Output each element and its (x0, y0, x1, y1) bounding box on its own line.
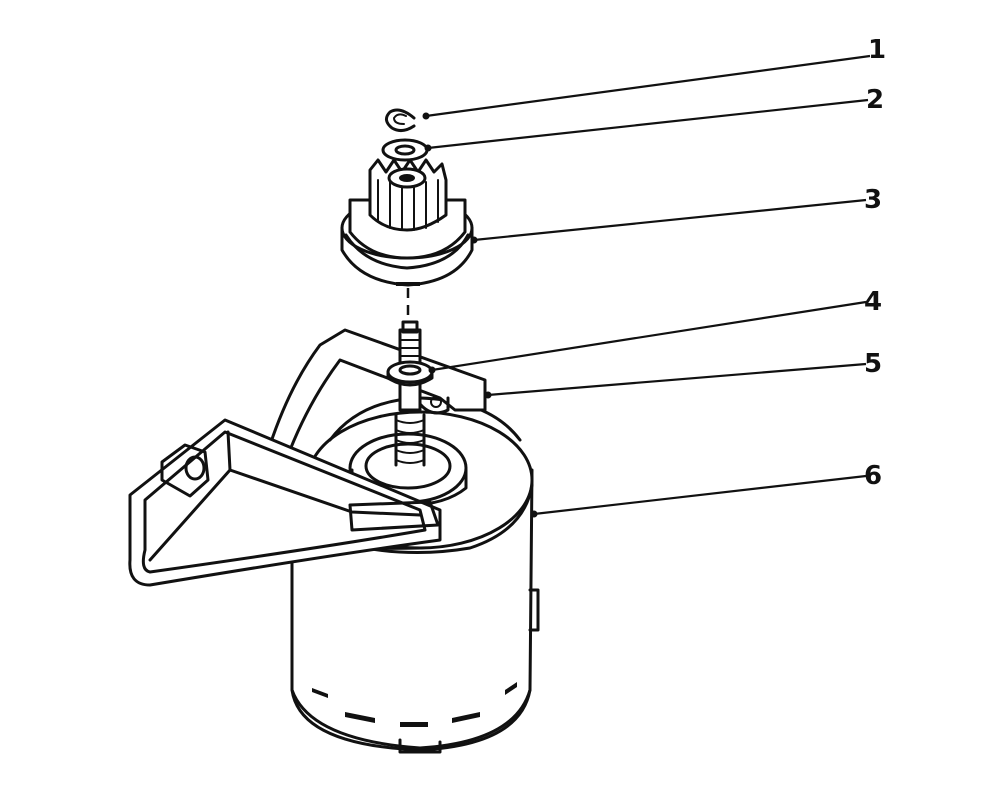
mounting-bracket (128, 328, 487, 587)
callout-4: 4 (864, 287, 882, 317)
starter-motor (290, 396, 540, 754)
leader-2 (427, 98, 869, 150)
pinion-gear (340, 158, 474, 287)
leader-4 (431, 300, 867, 372)
thrust-washer (381, 138, 429, 162)
retaining-ring (385, 108, 416, 133)
callout-2: 2 (866, 85, 884, 115)
callout-3: 3 (864, 185, 882, 215)
callout-6: 6 (864, 461, 882, 491)
helix-washer (386, 320, 434, 412)
leader-lines (422, 54, 871, 518)
callout-1: 1 (868, 35, 886, 65)
leader-1 (425, 54, 871, 118)
callout-5: 5 (864, 349, 882, 379)
leader-3 (473, 198, 867, 242)
leader-6 (533, 474, 867, 516)
leader-5 (487, 362, 867, 397)
callout-labels: 1 2 3 4 5 6 (864, 35, 886, 491)
